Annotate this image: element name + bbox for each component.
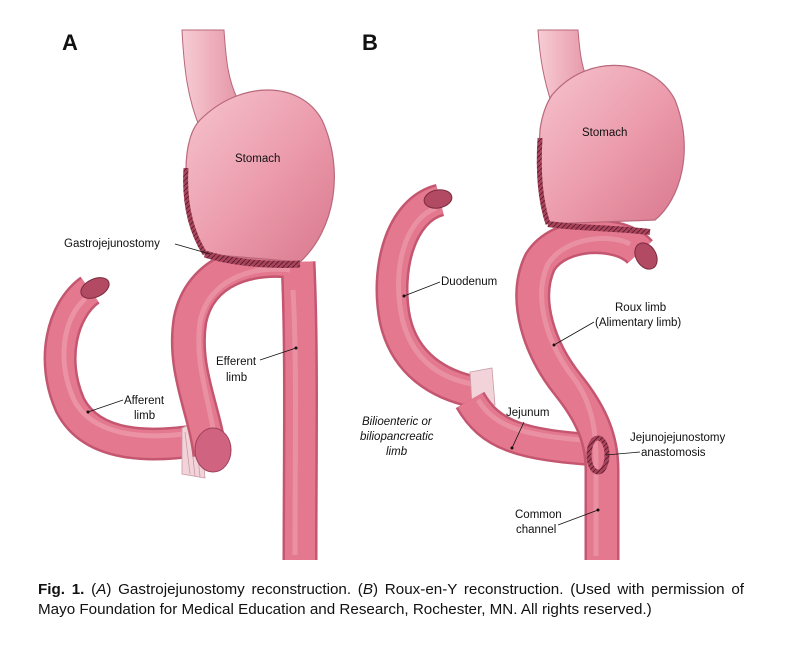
caption-a-letter: A (96, 581, 107, 598)
panel-a-gastrojejunostomy-label: Gastrojejunostomy (64, 238, 160, 250)
caption-b-letter: B (362, 581, 374, 598)
panel-a-stomach-label: Stomach (235, 153, 280, 165)
panel-b-stomach (538, 64, 685, 225)
panel-a-afferent-leader (87, 399, 124, 413)
panel-b-jj-leader (605, 451, 641, 456)
panel-b-bilio-label-3: limb (386, 446, 408, 458)
panel-b-gastrojejunal-suture (547, 221, 651, 235)
panel-a-efferent-label-2: limb (226, 372, 247, 384)
panel-b-duodenum-label: Duodenum (441, 276, 497, 288)
panel-a-letter: A (62, 30, 78, 55)
panel-a-efferent-leader (259, 347, 297, 361)
panel-b-roux-label-1: Roux limb (615, 302, 666, 314)
panel-a-staple-line (183, 167, 208, 256)
panel-b-common-label-2: channel (516, 524, 556, 536)
caption-a-text: ) Gastrojejunostomy reconstruction. ( (106, 581, 363, 598)
panel-b-duodenum-leader (403, 281, 441, 297)
panel-b-jejunum-leader (511, 421, 525, 449)
panel-b-roux-label-2: (Alimentary limb) (595, 317, 681, 329)
figure-caption: Fig. 1. (A) Gastrojejunostomy reconstruc… (38, 580, 744, 620)
panel-b-jj-label-1: Jejunojejunostomy (630, 432, 726, 444)
panel-a: A Stomach Gastrojejunostomy Efferent lim… (43, 29, 335, 561)
panel-b-roux-leader (553, 321, 595, 346)
panel-b-stomach-label: Stomach (582, 127, 627, 139)
panel-a-gastrojejunostomy-leader (174, 243, 211, 255)
panel-a-afferent-label-2: limb (134, 410, 155, 422)
panel-b-jj-label-2: anastomosis (641, 447, 706, 459)
panel-a-efferent-label-1: Efferent (216, 356, 257, 368)
panel-b-bilio-label-1: Bilioenteric or (362, 416, 433, 428)
caption-b-text: ) Roux-en-Y reconstruction. (Used with p… (38, 581, 745, 618)
caption-a-open: ( (84, 581, 97, 598)
panel-a-gastrojejunostomy-suture (203, 250, 301, 268)
panel-b-jejunum-label: Jejunum (506, 407, 549, 419)
caption-figure-label: Fig. 1. (38, 581, 85, 598)
panel-b-bilio-label-2: biliopancreatic (360, 431, 434, 443)
panel-b-common-leader (557, 509, 599, 526)
panel-b-common-label-1: Common (515, 509, 562, 521)
panel-a-afferent-cut-end (80, 277, 110, 299)
panel-b-letter: B (362, 30, 378, 55)
panel-a-stomach (185, 89, 335, 263)
panel-b: B Stomach Duodenum Roux limb (Alimentar (360, 29, 726, 560)
panel-a-afferent-label-1: Afferent (124, 395, 165, 407)
panel-b-staple-line (536, 137, 551, 225)
